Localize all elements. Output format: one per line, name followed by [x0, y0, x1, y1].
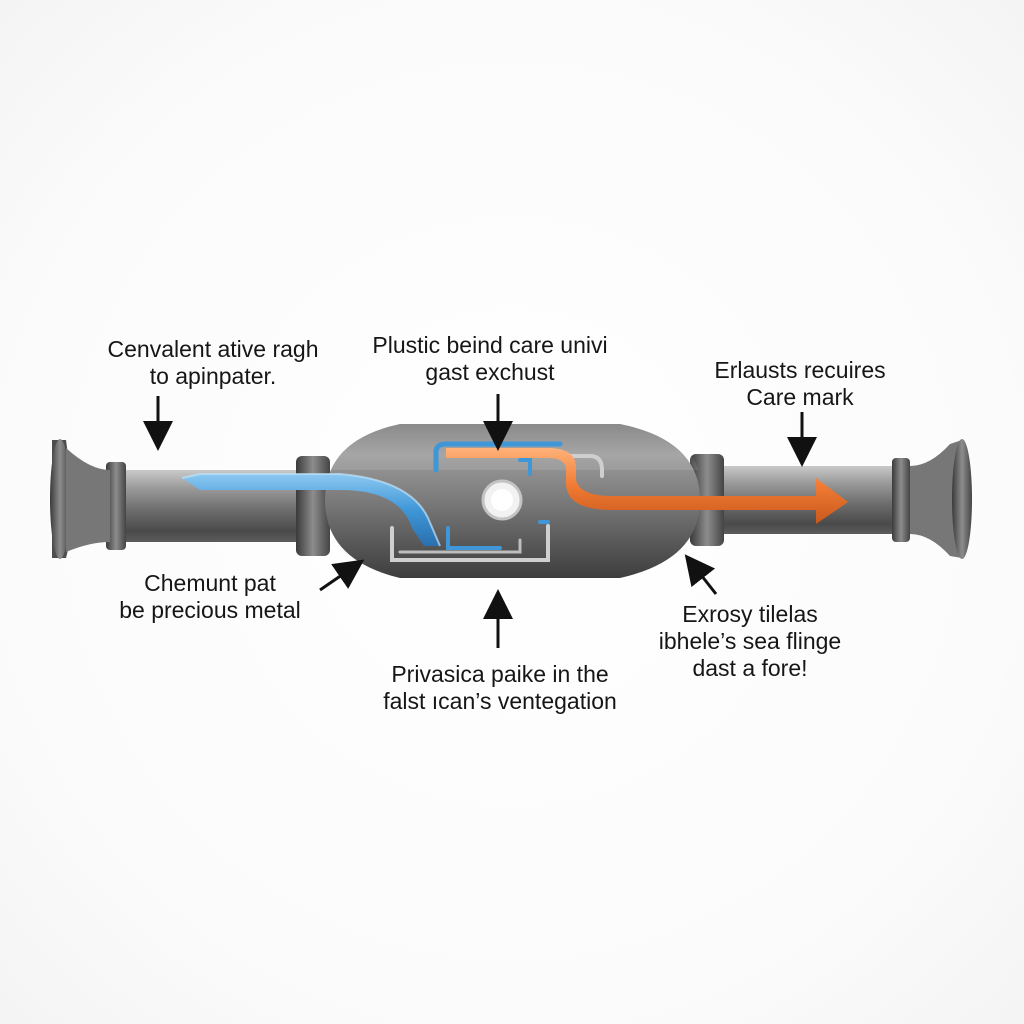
intake-flow-arrow	[181, 473, 441, 547]
callout-line: Privasica paike in the	[391, 661, 609, 687]
callout-line: be precious metal	[119, 597, 301, 623]
callout-line: Erlausts recuires	[714, 357, 886, 383]
callout-label-flange: Exrosy tilelas ibhele’s sea flinge dast …	[620, 601, 880, 682]
callout-label-exhaust: Erlausts recuires Care mark	[680, 357, 920, 411]
arrow-diagonal-icon	[319, 559, 365, 592]
callout-line: Plustic beind care univi	[372, 332, 608, 358]
sensor-port-icon	[481, 479, 523, 521]
callout-label-intake: Cenvalent ative ragh to apinpater.	[38, 336, 388, 390]
callout-line: Care mark	[746, 384, 854, 410]
callout-line: gast exchust	[425, 359, 555, 385]
callout-line: Chemunt pat	[144, 570, 276, 596]
callout-line: to apinpater.	[149, 363, 277, 389]
callout-line: dast a fore!	[692, 655, 808, 681]
callout-label-housing: Privasica paike in the falst ıcan’s vent…	[340, 661, 660, 715]
inlet-flange	[50, 439, 110, 559]
callout-label-catalyst: Chemunt pat be precious metal	[90, 570, 330, 624]
callout-line: Cenvalent ative ragh	[107, 336, 319, 362]
callout-line: Exrosy tilelas	[682, 601, 818, 627]
callout-line: falst ıcan’s ventegation	[383, 688, 617, 714]
callout-line: ibhele’s sea flinge	[658, 628, 842, 654]
callout-arrows	[143, 394, 817, 648]
outlet-flange	[910, 439, 972, 559]
exhaust-flow-arrow	[446, 448, 848, 524]
arrow-diagonal-icon	[684, 554, 718, 595]
callout-label-core: Plustic beind care univi gast exchust	[340, 332, 640, 386]
internal-tubes	[390, 441, 604, 562]
